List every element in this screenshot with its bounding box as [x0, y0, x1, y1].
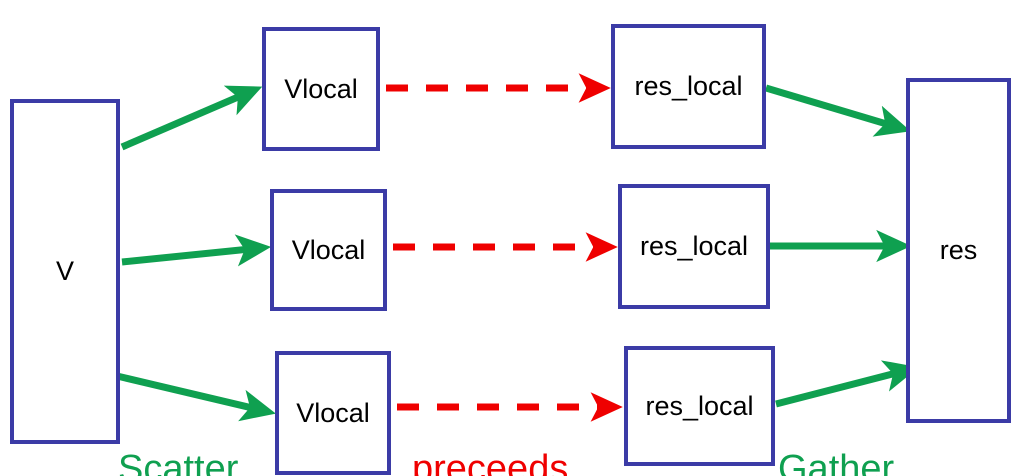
scatter-arrow-row-2 — [121, 234, 272, 267]
caption-gather: Gather — [778, 448, 895, 476]
result-vector-box[interactable]: res — [906, 78, 1011, 423]
vlocal-label-row-1: Vlocal — [284, 73, 358, 104]
res-local-label-row-3: res_local — [645, 390, 754, 421]
vlocal-label-row-2: Vlocal — [291, 234, 366, 265]
scatter-arrow-row-3 — [116, 372, 276, 422]
result-vector-label: res — [939, 235, 978, 265]
res-local-box-row-2[interactable]: res_local — [618, 184, 770, 309]
source-vector-box[interactable]: V — [10, 99, 120, 444]
scatter-arrow-row-1 — [120, 85, 263, 151]
caption-scatter: Scatter — [118, 448, 239, 476]
gather-arrow-row-3 — [775, 360, 919, 408]
vlocal-box-row-3[interactable]: Vlocal — [275, 351, 391, 475]
res-local-label-row-1: res_local — [634, 71, 743, 101]
vlocal-label-row-3: Vlocal — [296, 397, 370, 428]
res-local-label-row-2: res_local — [639, 231, 749, 261]
gather-arrow-row-1 — [764, 84, 911, 137]
res-local-box-row-3[interactable]: res_local — [624, 346, 775, 466]
res-local-box-row-1[interactable]: res_local — [611, 24, 766, 149]
caption-preceeds: preceeds — [412, 448, 569, 476]
vlocal-box-row-2[interactable]: Vlocal — [270, 189, 387, 311]
source-vector-label: V — [55, 256, 74, 286]
vlocal-box-row-1[interactable]: Vlocal — [262, 27, 380, 151]
